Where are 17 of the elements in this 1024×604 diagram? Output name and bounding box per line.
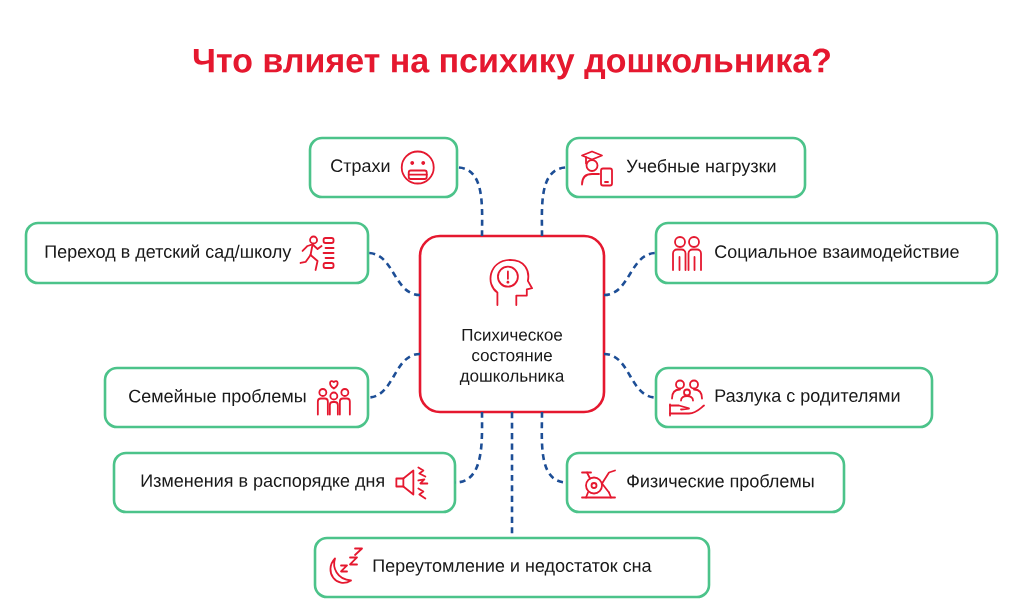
title: Что влияет на психику дошкольника?: [193, 48, 830, 80]
connector: [603, 251, 657, 297]
factor-box: Изменения в распорядке дня: [112, 451, 457, 514]
connector: [367, 352, 421, 399]
connector: [540, 166, 568, 236]
factor-box: Страхи: [308, 136, 459, 199]
factor-box: Учебные нагрузки: [565, 136, 807, 199]
center-box: Психическое состояние дошкольника: [418, 234, 606, 414]
connector: [367, 251, 421, 297]
connector: [456, 166, 484, 236]
factor-box: Переутомление и недостаток сна: [313, 536, 711, 599]
connector: [603, 352, 657, 399]
factor-box: Семейные проблемы: [103, 366, 370, 429]
factor-box: Разлука с родителями: [654, 366, 934, 429]
factor-box: Переход в детский сад/школу: [24, 221, 370, 285]
factor-box: Физические проблемы: [565, 451, 846, 514]
factor-box: Социальное взаимодействие: [654, 221, 999, 285]
